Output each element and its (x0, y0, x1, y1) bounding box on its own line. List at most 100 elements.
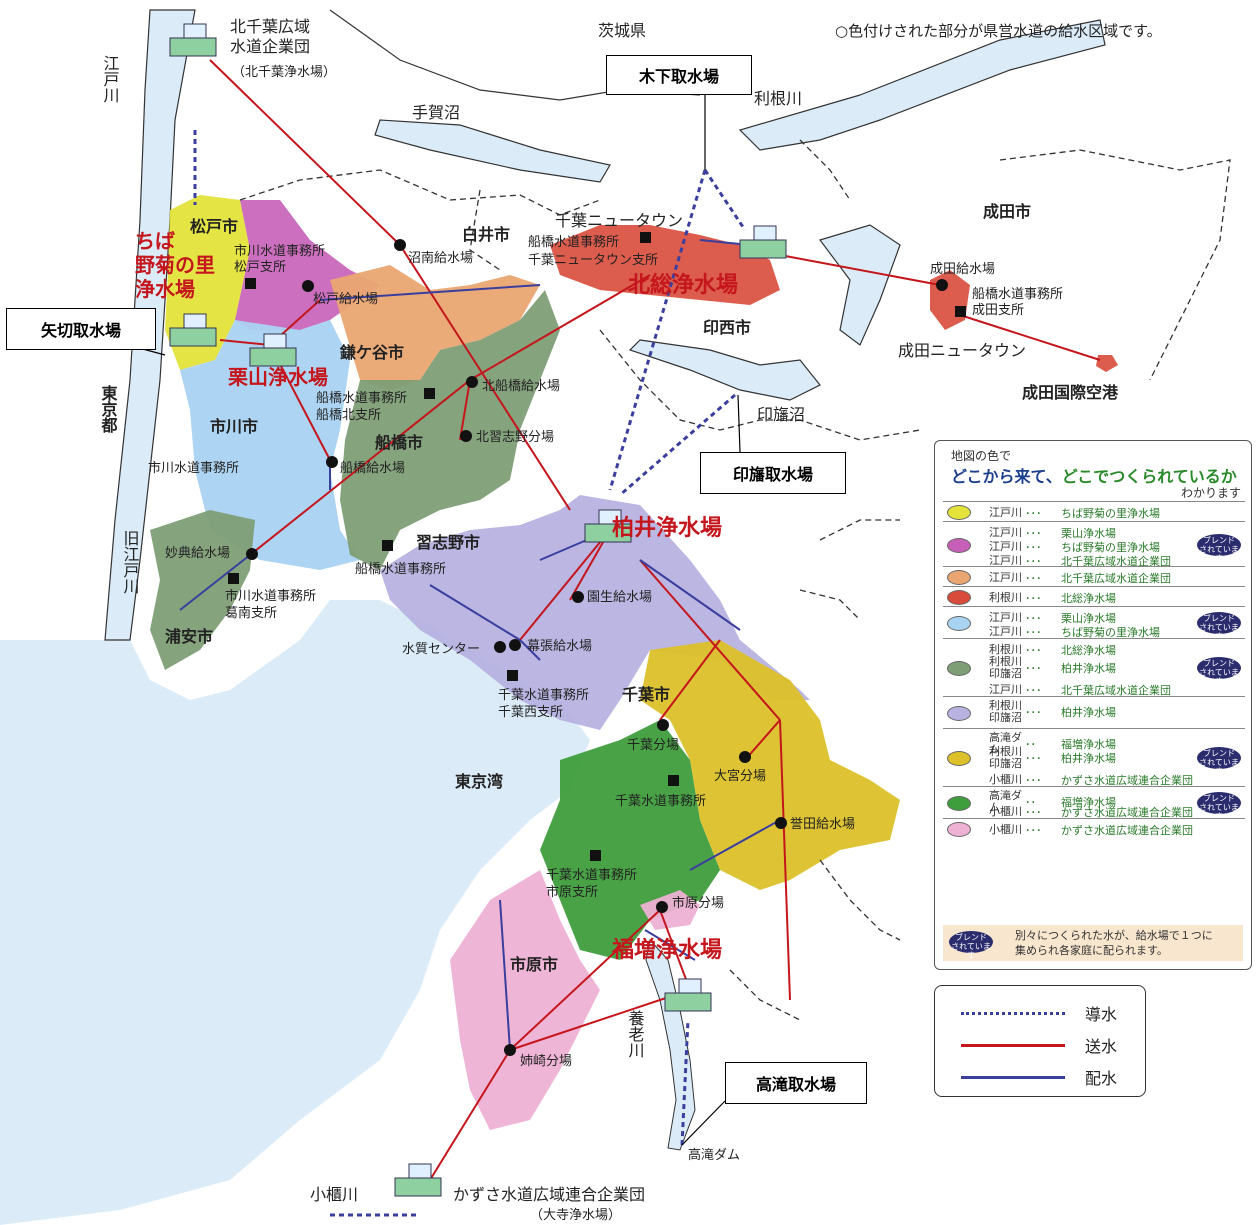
label-office-funabashi: 船橋水道事務所 (355, 562, 446, 577)
legend-source: 利根川 (989, 643, 1022, 656)
legend-swatch (947, 590, 971, 605)
facility-dots (246, 239, 948, 1056)
label-chiba: 千葉市 (622, 685, 670, 704)
legend-dots: ･･･ (1025, 752, 1042, 765)
label-kitachiba-plant: 北千葉広域水道企業団 (230, 17, 310, 56)
legend-dots: ･･･ (1025, 507, 1042, 520)
label-shiroi: 白井市 (462, 225, 510, 244)
legend-row: 江戸川･･･栗山浄水場江戸川･･･ちば野菊の里浄水場江戸川･･･北千葉広域水道企… (943, 521, 1245, 569)
distribute-routes (179, 239, 781, 1051)
area-pink-fukumasu (640, 890, 700, 930)
label-edogawa: 江戸川 (101, 55, 120, 103)
label-tokyo: 東京都 (99, 384, 119, 434)
label-numanami: 沼南給水場 (408, 250, 473, 266)
label-tokyo-bay: 東京湾 (455, 772, 503, 791)
legend-row: 高滝ダム･･福増浄水場利根川 印旛沼･･･柏井浄水場小櫃川･･･かずさ水道広域連… (943, 728, 1245, 787)
label-narashino: 習志野市 (416, 533, 480, 552)
callout-yagiri: 矢切取水場 (6, 308, 156, 350)
legend-source: 高滝ダム (989, 731, 1022, 756)
legend-source: 利根川 (989, 591, 1022, 604)
label-kazusa-plant: かずさ水道広域連合企業団 (453, 1185, 645, 1204)
label-ibaraki: 茨城県 (598, 21, 646, 40)
legend-line: 小櫃川･･･かずさ水道広域連合企業団 (989, 804, 1193, 820)
label-office-funabashi-kita: 船橋水道事務所船橋北支所 (316, 391, 407, 423)
label-myoden: 妙典給水場 (165, 546, 230, 561)
inbanuma (628, 339, 821, 401)
intake-routes (193, 130, 747, 1217)
legend-footer: ブレンド されています 別々につくられた水が、給水場で１つに 集められ各家庭に配… (943, 925, 1243, 961)
legend-plant: ちば野菊の里浄水場 (1061, 541, 1160, 554)
legend-header1: 地図の色で (951, 449, 1012, 463)
label-matsudo: 松戸市 (190, 217, 238, 236)
label-funabashi-kyusui: 船橋給水場 (340, 461, 405, 476)
label-matsudo-kyusui: 松戸給水場 (313, 292, 378, 307)
blend-badge: ブレンド されています (1197, 612, 1241, 641)
line-legend-swatch (961, 1076, 1065, 1079)
label-office-gyotoku: 市川水道事務所葛南支所 (225, 588, 316, 621)
legend-dots: ･･･ (1025, 572, 1042, 585)
legend-swatch (947, 537, 971, 553)
legend-dots: ･･･ (1025, 541, 1042, 554)
legend-dots: ･･･ (1025, 527, 1042, 540)
label-yoro-river: 養老川 (626, 1010, 645, 1058)
area-pink-ichihara (450, 870, 600, 1130)
legend-plant: 福増浄水場 (1061, 796, 1116, 809)
legend-source: 小櫃川 (989, 805, 1022, 818)
label-chiba-bunjo: 千葉分場 (627, 738, 679, 753)
legend-row: 江戸川･･･ちば野菊の里浄水場 (943, 501, 1245, 522)
label-ichikawa: 市川市 (210, 417, 258, 436)
city-boundaries (239, 139, 1231, 1021)
legend-source: 小櫃川 (989, 773, 1022, 786)
area-blue-ichikawa (180, 320, 360, 570)
legend-plant: 北総浄水場 (1061, 644, 1116, 657)
legend-line: 利根川 印旛沼･･･柏井浄水場 (989, 746, 1116, 770)
office-squares (228, 232, 966, 861)
legend-line: 利根川 印旛沼･･･柏井浄水場 (989, 656, 1116, 680)
legend-source: 利根川 印旛沼 (989, 699, 1022, 724)
legend-dots: ･･･ (1025, 684, 1042, 697)
label-kashiwai-plant: 柏井浄水場 (612, 515, 722, 541)
legend-dots: ･･･ (1025, 626, 1042, 639)
legend-dots: ･･･ (1025, 806, 1042, 819)
blend-badge: ブレンド されています (1197, 792, 1241, 821)
legend-source: 江戸川 (989, 611, 1022, 624)
legend-dots: ･･ (1025, 796, 1036, 809)
area-red-narita (930, 270, 970, 330)
inbanuma-north (819, 224, 901, 346)
legend-source: 江戸川 (989, 554, 1022, 567)
legend-row: 高滝ダム･･福増浄水場小櫃川･･･かずさ水道広域連合企業団ブレンド されています (943, 786, 1245, 821)
legend-plant: 北総浄水場 (1061, 592, 1116, 605)
label-makuhari: 幕張給水場 (527, 639, 592, 654)
legend-line: 江戸川･･･ちば野菊の里浄水場 (989, 539, 1160, 555)
legend-line: 江戸川･･･北千葉広域水道企業団 (989, 570, 1171, 586)
legend-plant: 栗山浄水場 (1061, 527, 1116, 540)
label-chiba-newtown: 千葉ニュータウン (555, 211, 683, 230)
legend-source: 江戸川 (989, 683, 1022, 696)
legend-plant: かずさ水道広域連合企業団 (1061, 824, 1193, 837)
legend-dots: ･･･ (1025, 774, 1042, 787)
legend-plant: 北千葉広域水道企業団 (1061, 555, 1171, 568)
callout-kioroshi: 木下取水場 (606, 55, 752, 95)
label-office-narita: 船橋水道事務所成田支所 (972, 287, 1063, 318)
label-office-chiba: 千葉水道事務所 (615, 794, 706, 809)
blend-badge: ブレンド されています (949, 931, 993, 960)
legend-dots: ･･･ (1025, 644, 1042, 657)
legend-dots: ･･･ (1025, 662, 1042, 675)
legend-plant: 柏井浄水場 (1061, 752, 1116, 765)
legend-line: 江戸川･･･北千葉広域水道企業団 (989, 553, 1171, 569)
legend-line: 江戸川･･･ちば野菊の里浄水場 (989, 505, 1160, 521)
legend-line: 利根川･･･ 北総浄水場 (989, 590, 1116, 606)
legend-swatch (947, 751, 971, 766)
area-green-urayasu (150, 510, 255, 670)
legend-line: 江戸川･･･北千葉広域水道企業団 (989, 682, 1171, 698)
teganuma (374, 119, 611, 183)
legend-dots: ･･･ (1025, 592, 1042, 605)
legend-dots: ･･･ (1025, 706, 1042, 719)
label-honda: 誉田給水場 (790, 817, 855, 832)
label-ichihara-bunjo: 市原分場 (672, 895, 724, 911)
label-office-ichihara: 千葉水道事務所市原支所 (546, 868, 637, 900)
label-ichihara: 市原市 (510, 955, 558, 974)
legend-source: 江戸川 (989, 571, 1022, 584)
